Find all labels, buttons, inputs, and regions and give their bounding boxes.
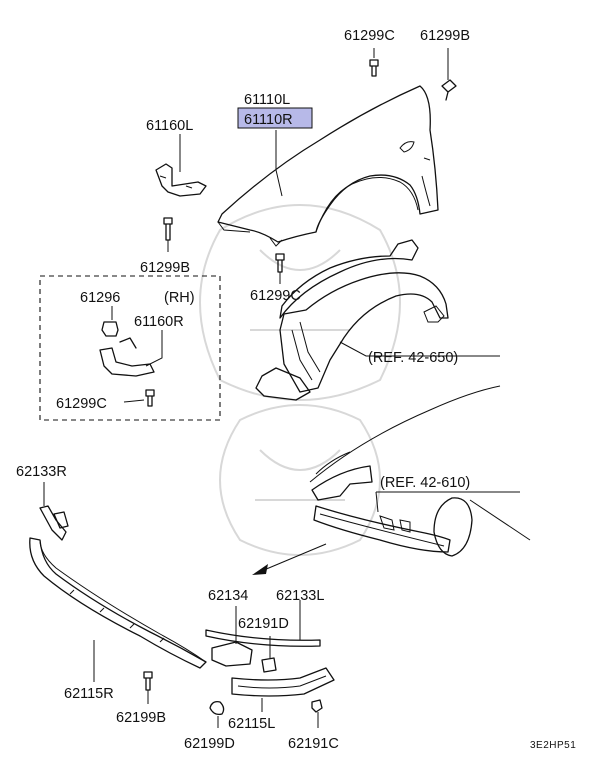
- label-61160r: 61160R: [134, 314, 184, 330]
- label-62115r: 62115R: [64, 686, 114, 702]
- clip-62199d: [209, 700, 225, 728]
- bolt-61299c-top: [369, 48, 379, 77]
- label-ref-42-610: (REF. 42-610): [380, 475, 470, 491]
- bolt-61299c-mid: [275, 253, 285, 284]
- label-61299c-mid: 61299C: [250, 288, 301, 304]
- labels: 61299C 61299B 61110L 61110R 61160L 61299…: [16, 28, 576, 752]
- rh-variant-box: [39, 275, 221, 421]
- label-rh: (RH): [164, 290, 195, 306]
- label-61299c-box: 61299C: [56, 396, 107, 412]
- label-62115l: 62115L: [228, 716, 275, 732]
- retainer-62134: [211, 606, 253, 667]
- label-61299b-top: 61299B: [420, 28, 470, 44]
- bolt-62199b: [143, 671, 153, 704]
- label-62134: 62134: [208, 588, 248, 604]
- label-61299b-mid: 61299B: [140, 260, 190, 276]
- label-62133l: 62133L: [276, 588, 324, 604]
- label-ref-42-650: (REF. 42-650): [368, 350, 458, 366]
- bolt-61299b-top: [441, 48, 457, 101]
- bracket-62133r: [39, 482, 69, 541]
- label-62199b: 62199B: [116, 710, 166, 726]
- clip-62191c: [311, 699, 323, 728]
- direction-arrow: [252, 543, 327, 575]
- label-61296: 61296: [80, 290, 120, 306]
- label-61110r-highlight: [237, 107, 313, 129]
- label-61299c-top: 61299C: [344, 28, 395, 44]
- extension-62115r: [29, 537, 207, 682]
- label-62199d: 62199D: [184, 736, 235, 752]
- strip-62133l: [205, 600, 321, 647]
- bracket-61160l: [155, 134, 207, 197]
- clip-62191d: [261, 636, 277, 673]
- diagram-code: 3E2HP51: [530, 740, 576, 751]
- label-62191c: 62191C: [288, 736, 339, 752]
- extension-62115l: [231, 667, 335, 712]
- label-61110r: 61110R: [244, 112, 293, 128]
- bolt-61299b-mid: [163, 217, 173, 252]
- label-61110l: 61110L: [244, 92, 290, 108]
- label-62133r: 62133R: [16, 464, 67, 480]
- car-front-view: [309, 385, 531, 557]
- splash-shield: [255, 239, 500, 401]
- label-61160l: 61160L: [146, 118, 193, 134]
- front-fender: [217, 85, 439, 247]
- label-62191d: 62191D: [238, 616, 289, 632]
